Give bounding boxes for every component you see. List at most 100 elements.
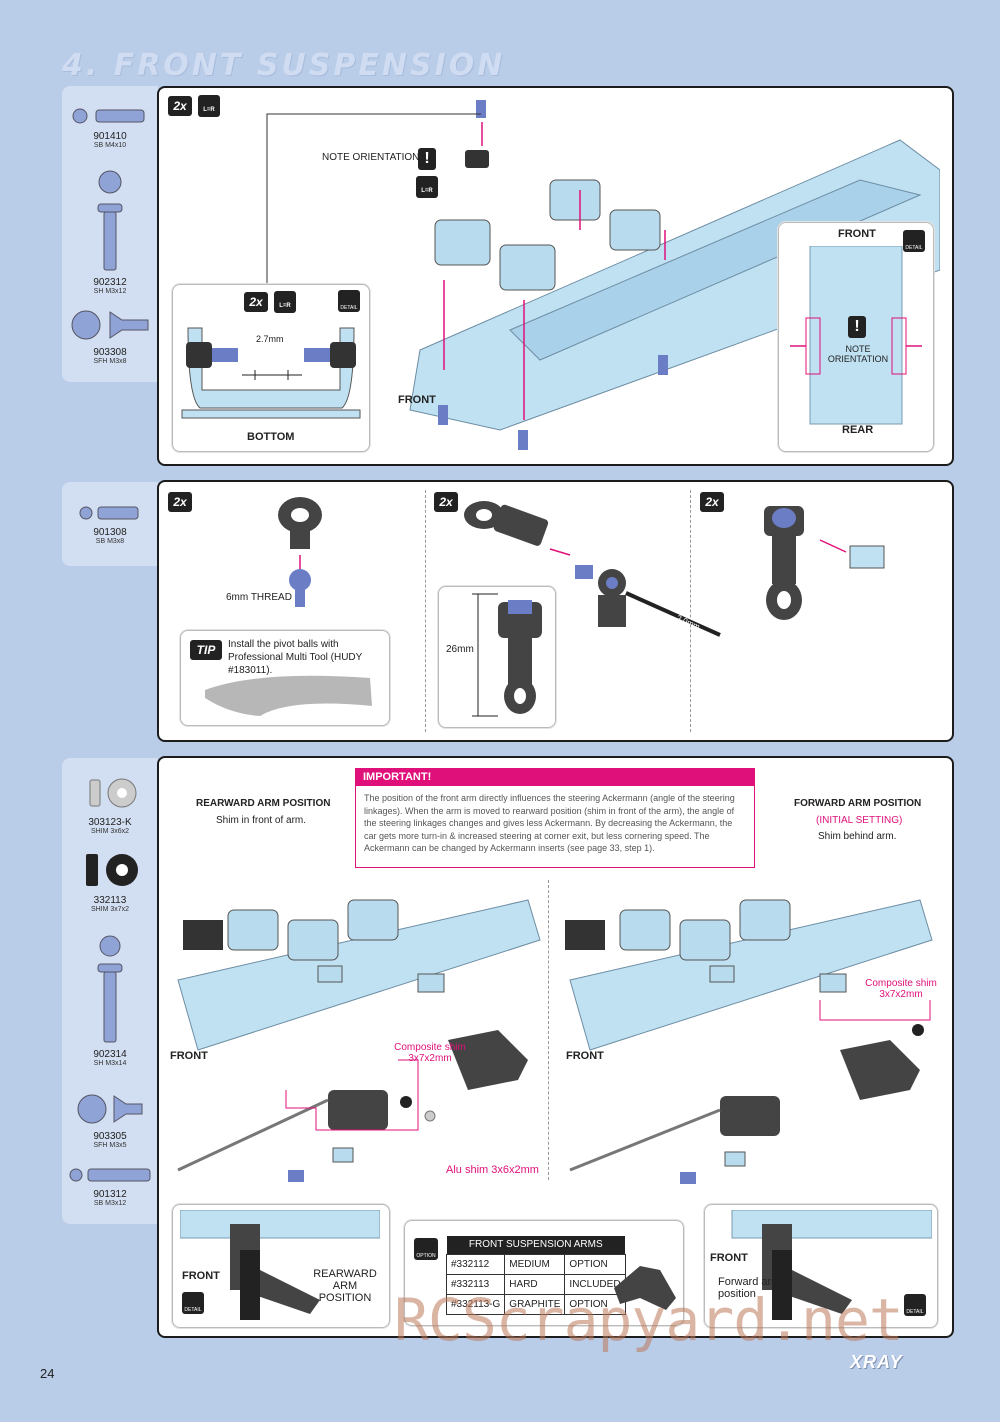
forward-assembly-drawing (565, 899, 933, 1184)
alu-shim-icon (89, 778, 137, 808)
divider (690, 490, 691, 732)
part-code: 903305 (93, 1131, 127, 1142)
left-right-badge: L=R (274, 291, 296, 313)
table-cell: OPTION (564, 1293, 626, 1315)
rearward-position-label: REARWARD ARM POSITION (313, 1268, 377, 1304)
tip-text: Install the pivot balls with Professiona… (228, 639, 363, 676)
rearward-assembly-drawing (177, 899, 541, 1182)
bolt-icon (79, 506, 139, 520)
table-cell: #332112 (445, 1253, 506, 1275)
part-903305: 903305 SFH M3x5 (62, 1092, 158, 1149)
part-902312: 902312 SH M3x12 (62, 168, 158, 295)
part-code: 902312 (93, 277, 127, 288)
bottom-detail-drawing (181, 327, 361, 419)
screw-icon (97, 935, 123, 1043)
tip-badge: TIP (190, 640, 222, 660)
part-desc: SB M3x8 (95, 538, 125, 545)
part-code: 303123-K (88, 817, 132, 828)
table-row: #332113-G GRAPHITE OPTION (445, 1293, 626, 1315)
part-code: 901308 (93, 527, 127, 538)
bottom-label: BOTTOM (247, 431, 295, 443)
composite-shim-label: Composite shim 3x7x2mm (865, 978, 937, 1000)
front-label: FRONT (710, 1252, 748, 1264)
multi-tool-drawing (205, 675, 372, 716)
part-code: 332113 (93, 895, 127, 906)
front-label: FRONT (398, 394, 436, 406)
table-row: #332112 MEDIUM OPTION (445, 1253, 626, 1275)
table-cell: #332113-G (445, 1293, 506, 1315)
qty-badge: 2x (700, 492, 724, 512)
divider (548, 880, 549, 1180)
detail-icon: DETAIL (903, 230, 925, 252)
forward-sub: Shim behind arm. (818, 831, 897, 842)
dimension-label: 2.7mm (256, 334, 284, 344)
table-cell: #332113 (445, 1273, 506, 1295)
bolt-icon (72, 108, 145, 124)
composite-shim-icon (86, 854, 138, 886)
part-desc: SB M4x10 (93, 142, 127, 149)
detail-rearward-drawing (180, 1210, 380, 1320)
option-table-header: FRONT SUSPENSION ARMS (446, 1236, 626, 1254)
part-desc: SFH M3x5 (93, 1142, 127, 1149)
front-label: FRONT (182, 1270, 220, 1282)
brand-logo: XRAY (850, 1352, 903, 1372)
alu-shim-label: Alu shim 3x6x2mm (446, 1164, 539, 1176)
part-code: 903308 (93, 347, 127, 358)
flat-screw-icon (71, 310, 149, 340)
part-desc: SHIM 3x6x2 (90, 828, 130, 835)
qty-badge: 2x (168, 96, 192, 116)
flat-screw-icon (77, 1094, 143, 1124)
composite-shim-label: Composite shim 3x7x2mm (394, 1042, 466, 1064)
detail-forward-drawing (731, 1210, 932, 1320)
bolt-icon (69, 1168, 151, 1182)
part-903308: 903308 SFH M3x8 (62, 308, 158, 365)
rear-label: REAR (842, 424, 874, 436)
length-label: 26mm (446, 644, 474, 655)
thread-label: 6mm THREAD (226, 592, 292, 603)
rearward-sub: Shim in front of arm. (216, 815, 307, 826)
divider (425, 490, 426, 732)
page-title: 4. FRONT SUSPENSION (62, 48, 506, 83)
detail-icon: DETAIL (338, 290, 360, 312)
left-right-badge: L=R (416, 176, 438, 198)
rearward-title: REARWARD ARM POSITION (196, 798, 331, 809)
option-icon: OPTION (414, 1238, 438, 1260)
left-right-badge: L=R (198, 95, 220, 117)
qty-badge: 2x (434, 492, 458, 512)
note-orientation-label: NOTE ORIENTATION (322, 152, 420, 163)
option-table: FRONT SUSPENSION ARMS #332112 MEDIUM OPT… (445, 1236, 626, 1315)
parts-column-3: 303123-K SHIM 3x6x2 332113 SHIM 3x7x2 90… (62, 758, 158, 1224)
forward-title: FORWARD ARM POSITION (794, 798, 922, 809)
detail-icon: DETAIL (182, 1292, 204, 1314)
forward-initial: (INITIAL SETTING) (816, 815, 903, 826)
rod-end-final-drawing (764, 506, 885, 620)
front-label: FRONT (170, 1050, 208, 1062)
front-label: FRONT (566, 1050, 604, 1062)
important-header: IMPORTANT! (355, 768, 755, 786)
forward-position-label: Forward arm position (718, 1276, 781, 1300)
part-desc: SB M3x12 (93, 1200, 127, 1207)
part-901410: 901410 SB M4x10 (62, 106, 158, 149)
note-orientation-label: NOTE ORIENTATION (826, 344, 890, 364)
part-code: 901410 (93, 131, 127, 142)
front-label: FRONT (838, 228, 876, 240)
part-901308: 901308 SB M3x8 (62, 504, 158, 545)
screw-icon (97, 170, 123, 271)
part-desc: SH M3x12 (93, 288, 127, 295)
pivot-ball-drawing (278, 497, 322, 607)
part-code: 901312 (93, 1189, 127, 1200)
watermark: RCScrapyard.net (394, 1286, 904, 1354)
length-detail-drawing (472, 593, 542, 717)
part-902314: 902314 SH M3x14 (62, 934, 158, 1067)
part-303123-K: 303123-K SHIM 3x6x2 (62, 774, 158, 835)
parts-column-1: 901410 SB M4x10 902312 SH M3x12 903308 S… (62, 86, 158, 382)
important-text: The position of the front arm directly i… (355, 786, 755, 868)
table-row: #332113 HARD INCLUDED (445, 1273, 626, 1295)
arm-option-drawing (614, 1266, 676, 1310)
part-desc: SH M3x14 (93, 1060, 127, 1067)
detail-icon: DETAIL (904, 1294, 926, 1316)
page-number: 24 (40, 1366, 55, 1381)
part-code: 902314 (93, 1049, 127, 1060)
warning-icon: ! (848, 316, 866, 338)
part-901312: 901312 SB M3x12 (62, 1166, 158, 1207)
